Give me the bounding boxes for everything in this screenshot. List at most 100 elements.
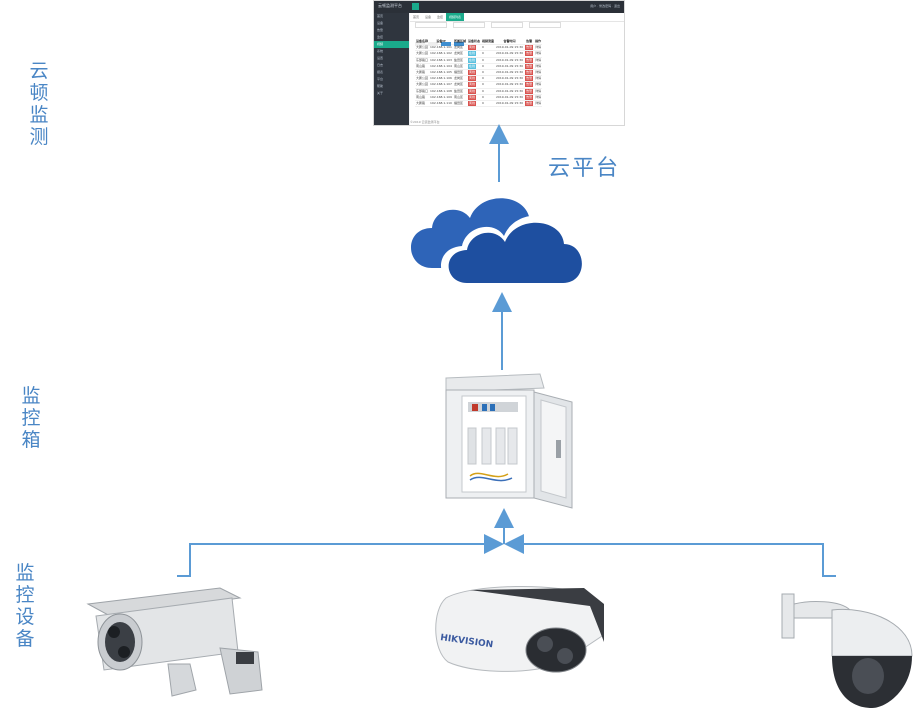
sidebar-item[interactable]: 视频 <box>374 41 409 48</box>
table-cell: 详情 <box>534 50 543 58</box>
platform-dashboard-screenshot: 云顿监测平台 用户 · 修改密码 · 退出 首页设备告警监控视频系统设置日志报表… <box>373 0 625 126</box>
table-cell: 龙岗区 <box>452 50 467 58</box>
table-cell: 2019-01-09 15:30 <box>495 63 525 70</box>
table-cell: 大鹏公园 <box>415 81 430 89</box>
sidebar-item[interactable]: 关于 <box>377 91 384 95</box>
dashboard-filters <box>410 22 624 31</box>
table-cell: 大鹏公园 <box>415 75 430 83</box>
table-cell: 告警 <box>524 50 535 58</box>
table-cell: 192.168.1.109 <box>429 94 453 101</box>
table-cell: 详情 <box>534 69 543 77</box>
table-cell: 2019-01-09 15:30 <box>495 50 525 58</box>
table-cell: 192.168.1.110 <box>429 100 453 108</box>
table-cell: 告警 <box>524 88 535 95</box>
table-cell: 离线 <box>466 75 481 83</box>
table-cell: 2019-01-09 15:30 <box>495 81 525 89</box>
sidebar-item[interactable]: 帮助 <box>377 84 384 88</box>
table-cell: 告警 <box>524 57 535 64</box>
table-cell: 大鹏公园 <box>415 50 430 58</box>
table-cell: 告警 <box>524 69 535 77</box>
table-cell: 2019-01-09 15:30 <box>495 88 525 95</box>
sidebar-item[interactable]: 设备 <box>377 21 384 25</box>
table-cell: 详情 <box>534 57 543 64</box>
table-cell: 0 <box>481 88 496 95</box>
dashboard-sidebar: 首页设备告警监控视频系统设置日志报表平台帮助关于 <box>374 13 409 125</box>
sidebar-item[interactable]: 日志 <box>377 63 384 67</box>
table-cell: 2019-01-09 15:30 <box>495 100 525 108</box>
table-cell: 192.168.1.104 <box>429 63 453 70</box>
table-cell: 0 <box>481 63 496 70</box>
table-header-cell: 视频流量 <box>481 39 496 46</box>
dashboard-top-links: 用户 · 修改密码 · 退出 <box>590 4 620 8</box>
table-cell: 盐田区 <box>452 57 467 64</box>
table-cell: 192.168.1.102 <box>429 50 453 58</box>
sidebar-item[interactable]: 告警 <box>377 28 384 32</box>
cloud-icon <box>410 198 587 286</box>
dashboard-button[interactable] <box>441 42 451 46</box>
table-header-cell: 告警时间 <box>495 39 525 46</box>
table-cell: 福田区 <box>452 69 467 77</box>
table-cell: 盐田区 <box>452 88 467 95</box>
table-cell: 在线 <box>466 63 481 70</box>
table-cell: 2019-01-09 15:30 <box>495 75 525 83</box>
tab-item[interactable]: 设备 <box>425 15 432 19</box>
table-cell: 龙岗区 <box>452 81 467 89</box>
table-cell: 在线 <box>466 57 481 64</box>
connector-right-camera <box>504 534 836 577</box>
table-cell: 192.168.1.108 <box>429 88 453 95</box>
table-cell: 东部路口 <box>415 57 430 64</box>
table-cell: 告警 <box>524 44 535 52</box>
table-cell: 0 <box>481 75 496 83</box>
table-cell: 离线 <box>466 81 481 89</box>
table-header-cell: 设备状态 <box>466 39 481 46</box>
sidebar-item[interactable]: 首页 <box>377 14 384 18</box>
table-cell: 2019-01-09 15:30 <box>495 57 525 64</box>
table-header-cell: 设备IP <box>429 39 453 46</box>
table-cell: 离线 <box>466 88 481 95</box>
table-cell: 离线 <box>466 44 481 52</box>
monitor-device-label: 监控设备 <box>15 562 35 650</box>
table-cell: 0 <box>481 69 496 77</box>
sidebar-item[interactable]: 报表 <box>377 70 384 74</box>
table-cell: 192.168.1.101 <box>429 44 453 52</box>
table-cell: 详情 <box>534 88 543 95</box>
tab-item[interactable]: 视频列表 <box>446 13 465 21</box>
table-cell: 详情 <box>534 63 543 70</box>
table-cell: 详情 <box>534 44 543 52</box>
table-cell: 南山区 <box>452 63 467 70</box>
table-cell: 192.168.1.103 <box>429 57 453 64</box>
table-cell: 192.168.1.106 <box>429 75 453 83</box>
table-header-cell: 告警 <box>524 39 535 46</box>
table-cell: 离线 <box>466 69 481 77</box>
table-header-cell: 操作 <box>534 39 543 46</box>
tab-item[interactable]: 首页 <box>413 15 420 19</box>
table-cell: 告警 <box>524 63 535 70</box>
sidebar-item[interactable]: 系统 <box>377 49 384 53</box>
sidebar-item[interactable]: 平台 <box>377 77 384 81</box>
tab-item[interactable]: 监控 <box>437 15 444 19</box>
table-cell: 详情 <box>534 94 543 101</box>
dashboard-topbar: 云顿监测平台 用户 · 修改密码 · 退出 <box>374 1 624 13</box>
dashboard-button[interactable] <box>428 42 438 46</box>
cloud-platform-label: 云平台 <box>548 156 621 181</box>
hikvision-camera-icon: HIKVISION <box>435 585 604 673</box>
table-cell: 在线 <box>466 50 481 58</box>
table-cell: 大鹏公园 <box>415 44 430 52</box>
monitor-box-label: 监控箱 <box>21 385 41 451</box>
sidebar-item[interactable]: 监控 <box>377 35 384 39</box>
table-cell: 0 <box>481 44 496 52</box>
sidebar-item[interactable]: 设置 <box>377 56 384 60</box>
